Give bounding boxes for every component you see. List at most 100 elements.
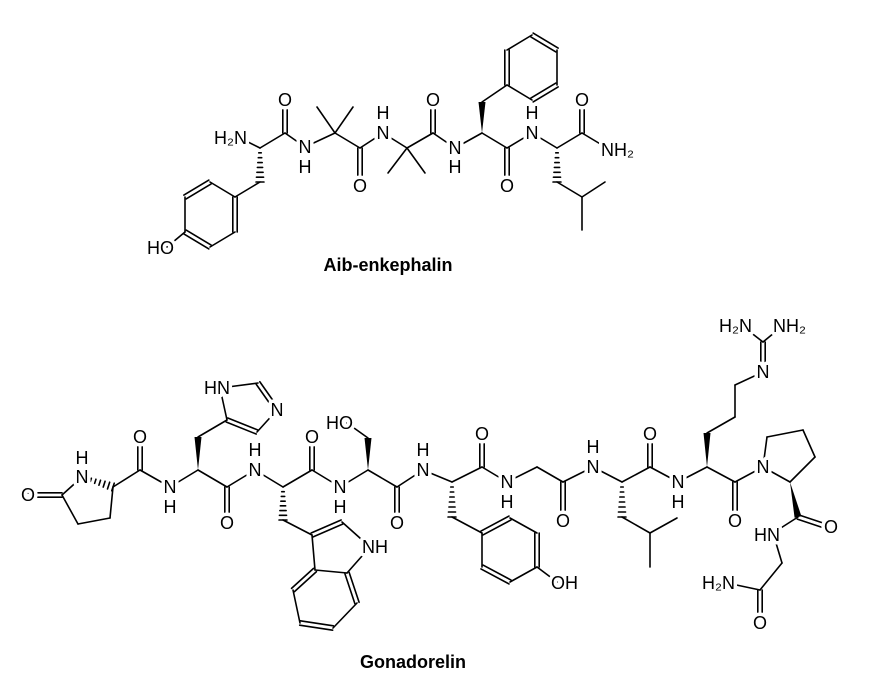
hashed-bond (89, 477, 93, 483)
single-bond (284, 132, 306, 148)
single-bond (61, 494, 79, 525)
single-bond (256, 409, 278, 433)
single-bond (292, 589, 301, 624)
single-bond (506, 34, 533, 51)
single-bond (802, 429, 816, 458)
atom-label: N (449, 138, 462, 158)
single-bond (481, 132, 508, 149)
atom-label: O (21, 485, 35, 505)
single-bond (387, 147, 408, 174)
single-bond (197, 419, 228, 438)
single-bond (536, 566, 558, 583)
single-bond (734, 371, 764, 386)
single-bond (649, 517, 678, 534)
atom-label: H (164, 497, 177, 517)
atom-label: H₂N (702, 573, 735, 593)
single-bond (422, 469, 453, 483)
atom-label: O (390, 513, 404, 533)
atom-label: N (501, 472, 514, 492)
single-bond (139, 469, 171, 488)
single-bond (766, 429, 804, 438)
double-bond (482, 519, 512, 536)
single-bond (219, 382, 259, 389)
hashed-bond (93, 478, 97, 485)
atom-label: NH₂ (601, 140, 634, 160)
single-bond (311, 469, 341, 488)
single-bond (316, 106, 336, 134)
single-bond (197, 469, 228, 488)
hashed-bond (98, 479, 102, 487)
aib-enkephalin-title: Aib-enkephalin (323, 255, 452, 275)
atom-label: H (449, 157, 462, 177)
atom-label: NH (362, 537, 388, 557)
double-bond (482, 564, 512, 581)
single-bond (451, 466, 483, 483)
single-bond (166, 231, 186, 248)
atom-label: O (500, 176, 514, 196)
single-bond (314, 569, 348, 574)
double-bond (185, 183, 212, 200)
double-bond (480, 515, 510, 532)
atom-label: N (249, 460, 262, 480)
double-bond (258, 380, 280, 410)
single-bond (562, 466, 594, 483)
single-bond (209, 181, 236, 198)
single-bond (706, 466, 736, 483)
single-bond (346, 546, 371, 574)
atom-label: H (334, 497, 347, 517)
atom-label: O (133, 427, 147, 447)
atom-label: N (587, 457, 600, 477)
single-bond (481, 466, 508, 483)
single-bond (509, 517, 538, 534)
single-bond (209, 231, 236, 248)
atom-label: O (278, 90, 292, 110)
atom-label: O (643, 424, 657, 444)
single-bond (254, 469, 284, 488)
single-bond (77, 517, 111, 525)
double-bond (797, 514, 830, 526)
atom-label: HN (204, 378, 230, 398)
atom-label: H (672, 492, 685, 512)
atom-label: H (299, 157, 312, 177)
wedge-bond (703, 433, 711, 467)
atom-label: N (417, 460, 430, 480)
double-bond (312, 523, 344, 538)
double-bond (298, 624, 334, 631)
single-bond (581, 132, 608, 149)
double-bond (532, 86, 559, 103)
atom-label: H₂N (214, 128, 247, 148)
double-bond (348, 571, 360, 604)
single-bond (506, 132, 533, 149)
double-bond (290, 567, 315, 590)
single-bond (772, 516, 799, 534)
single-bond (762, 466, 791, 483)
atom-label: N (757, 457, 770, 477)
atom-label: N (164, 477, 177, 497)
single-bond (509, 566, 538, 583)
single-bond (649, 466, 679, 483)
single-bond (61, 476, 83, 496)
atom-label: O (220, 513, 234, 533)
atom-label: N (757, 362, 770, 382)
single-bond (406, 132, 434, 149)
atom-label: O (556, 511, 570, 531)
atom-label: H (377, 103, 390, 123)
single-bond (531, 132, 558, 149)
atom-label: N (76, 467, 89, 487)
double-bond (530, 82, 557, 99)
atom-label: H (249, 440, 262, 460)
single-bond (226, 469, 256, 488)
single-bond (367, 469, 398, 488)
atom-label: OH (551, 573, 578, 593)
double-bond (227, 417, 259, 431)
single-bond (506, 84, 533, 101)
double-bond (530, 36, 557, 53)
single-bond (706, 416, 736, 434)
atom-label: HO (147, 238, 174, 258)
wedge-bond (478, 102, 486, 133)
double-bond (532, 32, 559, 49)
single-bond (334, 106, 354, 134)
